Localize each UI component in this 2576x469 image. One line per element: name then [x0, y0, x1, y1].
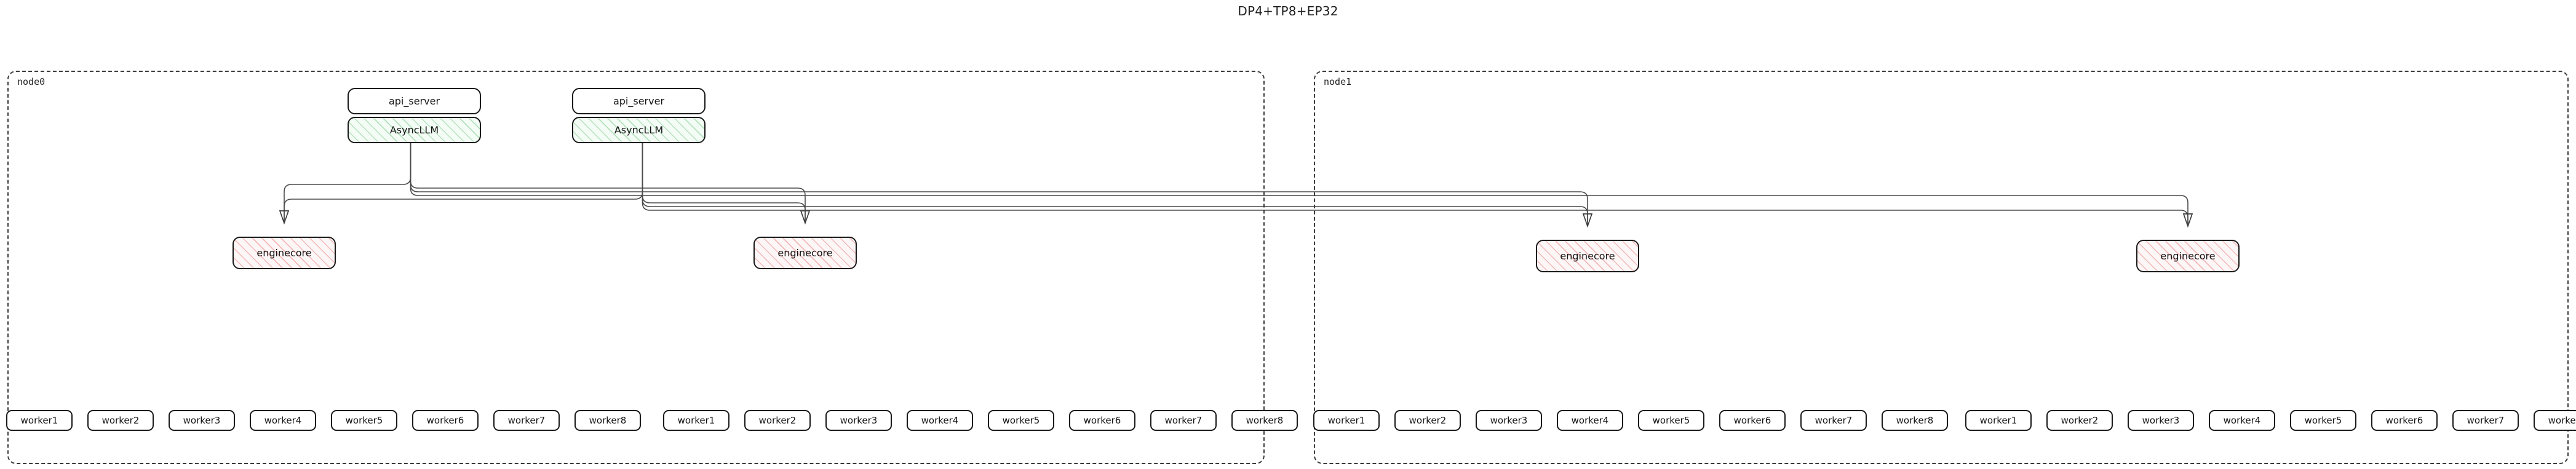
enginecore-box-node1-0[interactable]: enginecore [1536, 240, 1639, 272]
node-cluster-label-node0: node0 [17, 76, 46, 87]
worker-box-node1-0-6[interactable]: worker6 [1719, 410, 1786, 431]
worker-box-node1-1-3[interactable]: worker3 [2128, 410, 2194, 431]
api-server-box-node0-0[interactable]: api_server [348, 88, 481, 114]
asyncllm-box-node0-0[interactable]: AsyncLLM [348, 117, 481, 143]
asyncllm-box-node0-1-label: AsyncLLM [614, 124, 664, 136]
worker-box-node0-1-6[interactable]: worker6 [1069, 410, 1135, 431]
worker-box-node0-0-8[interactable]: worker8 [574, 410, 641, 431]
enginecore-box-node0-1[interactable]: enginecore [753, 237, 857, 269]
worker-box-node0-0-4-label: worker4 [264, 415, 302, 426]
enginecore-box-node0-1-label: enginecore [777, 247, 833, 259]
worker-box-node0-1-2[interactable]: worker2 [744, 410, 811, 431]
worker-box-node1-0-2-label: worker2 [1409, 415, 1447, 426]
api-server-box-node0-1[interactable]: api_server [572, 88, 706, 114]
worker-box-node1-1-5-label: worker5 [2304, 415, 2342, 426]
worker-box-node1-0-4[interactable]: worker4 [1557, 410, 1623, 431]
worker-box-node0-0-3-label: worker3 [183, 415, 221, 426]
worker-box-node1-0-5-label: worker5 [1652, 415, 1690, 426]
worker-box-node1-1-1[interactable]: worker1 [1965, 410, 2032, 431]
worker-box-node1-0-2[interactable]: worker2 [1394, 410, 1461, 431]
worker-box-node1-0-7-label: worker7 [1815, 415, 1853, 426]
enginecore-box-node1-1[interactable]: enginecore [2136, 240, 2240, 272]
worker-box-node0-1-2-label: worker2 [758, 415, 797, 426]
worker-box-node0-0-3[interactable]: worker3 [169, 410, 235, 431]
worker-box-node1-1-2[interactable]: worker2 [2046, 410, 2113, 431]
worker-box-node1-1-7[interactable]: worker7 [2452, 410, 2519, 431]
api-server-box-node0-1-label: api_server [613, 95, 665, 107]
worker-box-node1-1-6[interactable]: worker6 [2371, 410, 2438, 431]
enginecore-box-node0-0-label: enginecore [256, 247, 312, 259]
node-cluster-node0 [7, 71, 1265, 464]
worker-box-node0-1-3[interactable]: worker3 [825, 410, 892, 431]
worker-box-node0-1-7[interactable]: worker7 [1150, 410, 1217, 431]
worker-box-node0-0-2-label: worker2 [101, 415, 140, 426]
asyncllm-box-node0-0-label: AsyncLLM [389, 124, 439, 136]
worker-box-node0-0-1-label: worker1 [20, 415, 58, 426]
worker-box-node0-0-7-label: worker7 [507, 415, 546, 426]
worker-box-node1-0-3[interactable]: worker3 [1476, 410, 1542, 431]
worker-box-node0-1-5[interactable]: worker5 [988, 410, 1054, 431]
worker-box-node0-0-5-label: worker5 [345, 415, 383, 426]
worker-box-node1-1-4[interactable]: worker4 [2209, 410, 2275, 431]
worker-box-node0-1-4[interactable]: worker4 [907, 410, 973, 431]
worker-box-node0-0-1[interactable]: worker1 [6, 410, 73, 431]
asyncllm-box-node0-1[interactable]: AsyncLLM [572, 117, 706, 143]
worker-box-node0-0-6[interactable]: worker6 [412, 410, 479, 431]
worker-box-node1-0-8[interactable]: worker8 [1882, 410, 1948, 431]
worker-box-node1-0-1[interactable]: worker1 [1313, 410, 1380, 431]
node-cluster-label-node1: node1 [1324, 76, 1352, 87]
worker-box-node0-1-4-label: worker4 [921, 415, 959, 426]
worker-box-node0-1-1[interactable]: worker1 [663, 410, 729, 431]
worker-box-node1-0-4-label: worker4 [1571, 415, 1609, 426]
worker-box-node1-0-3-label: worker3 [1490, 415, 1528, 426]
page-title: DP4+TP8+EP32 [1238, 4, 1338, 18]
worker-box-node1-1-3-label: worker3 [2142, 415, 2180, 426]
worker-box-node1-0-1-label: worker1 [1327, 415, 1366, 426]
worker-box-node0-1-5-label: worker5 [1002, 415, 1040, 426]
worker-box-node0-0-2[interactable]: worker2 [87, 410, 154, 431]
worker-box-node0-0-6-label: worker6 [426, 415, 464, 426]
node-cluster-node1 [1314, 71, 2569, 464]
worker-box-node1-1-5[interactable]: worker5 [2290, 410, 2356, 431]
worker-box-node1-0-5[interactable]: worker5 [1638, 410, 1704, 431]
worker-box-node1-1-8-label: worker8 [2548, 415, 2576, 426]
enginecore-box-node1-1-label: enginecore [2160, 250, 2216, 262]
worker-box-node0-1-8[interactable]: worker8 [1231, 410, 1298, 431]
worker-box-node0-1-3-label: worker3 [840, 415, 878, 426]
worker-box-node0-1-7-label: worker7 [1164, 415, 1203, 426]
worker-box-node1-0-6-label: worker6 [1733, 415, 1771, 426]
enginecore-box-node0-0[interactable]: enginecore [233, 237, 336, 269]
enginecore-box-node1-0-label: enginecore [1560, 250, 1615, 262]
worker-box-node1-1-6-label: worker6 [2385, 415, 2423, 426]
worker-box-node0-0-4[interactable]: worker4 [250, 410, 316, 431]
worker-box-node0-1-1-label: worker1 [677, 415, 715, 426]
worker-box-node0-0-5[interactable]: worker5 [331, 410, 397, 431]
worker-box-node1-1-4-label: worker4 [2223, 415, 2261, 426]
worker-box-node0-0-7[interactable]: worker7 [493, 410, 560, 431]
worker-box-node1-0-7[interactable]: worker7 [1800, 410, 1867, 431]
worker-box-node1-1-7-label: worker7 [2467, 415, 2505, 426]
worker-box-node0-0-8-label: worker8 [589, 415, 627, 426]
api-server-box-node0-0-label: api_server [388, 95, 440, 107]
worker-box-node1-1-1-label: worker1 [1979, 415, 2017, 426]
worker-box-node1-0-8-label: worker8 [1896, 415, 1934, 426]
worker-box-node0-1-8-label: worker8 [1246, 415, 1284, 426]
worker-box-node1-1-2-label: worker2 [2061, 415, 2099, 426]
worker-box-node0-1-6-label: worker6 [1083, 415, 1121, 426]
worker-box-node1-1-8[interactable]: worker8 [2534, 410, 2576, 431]
